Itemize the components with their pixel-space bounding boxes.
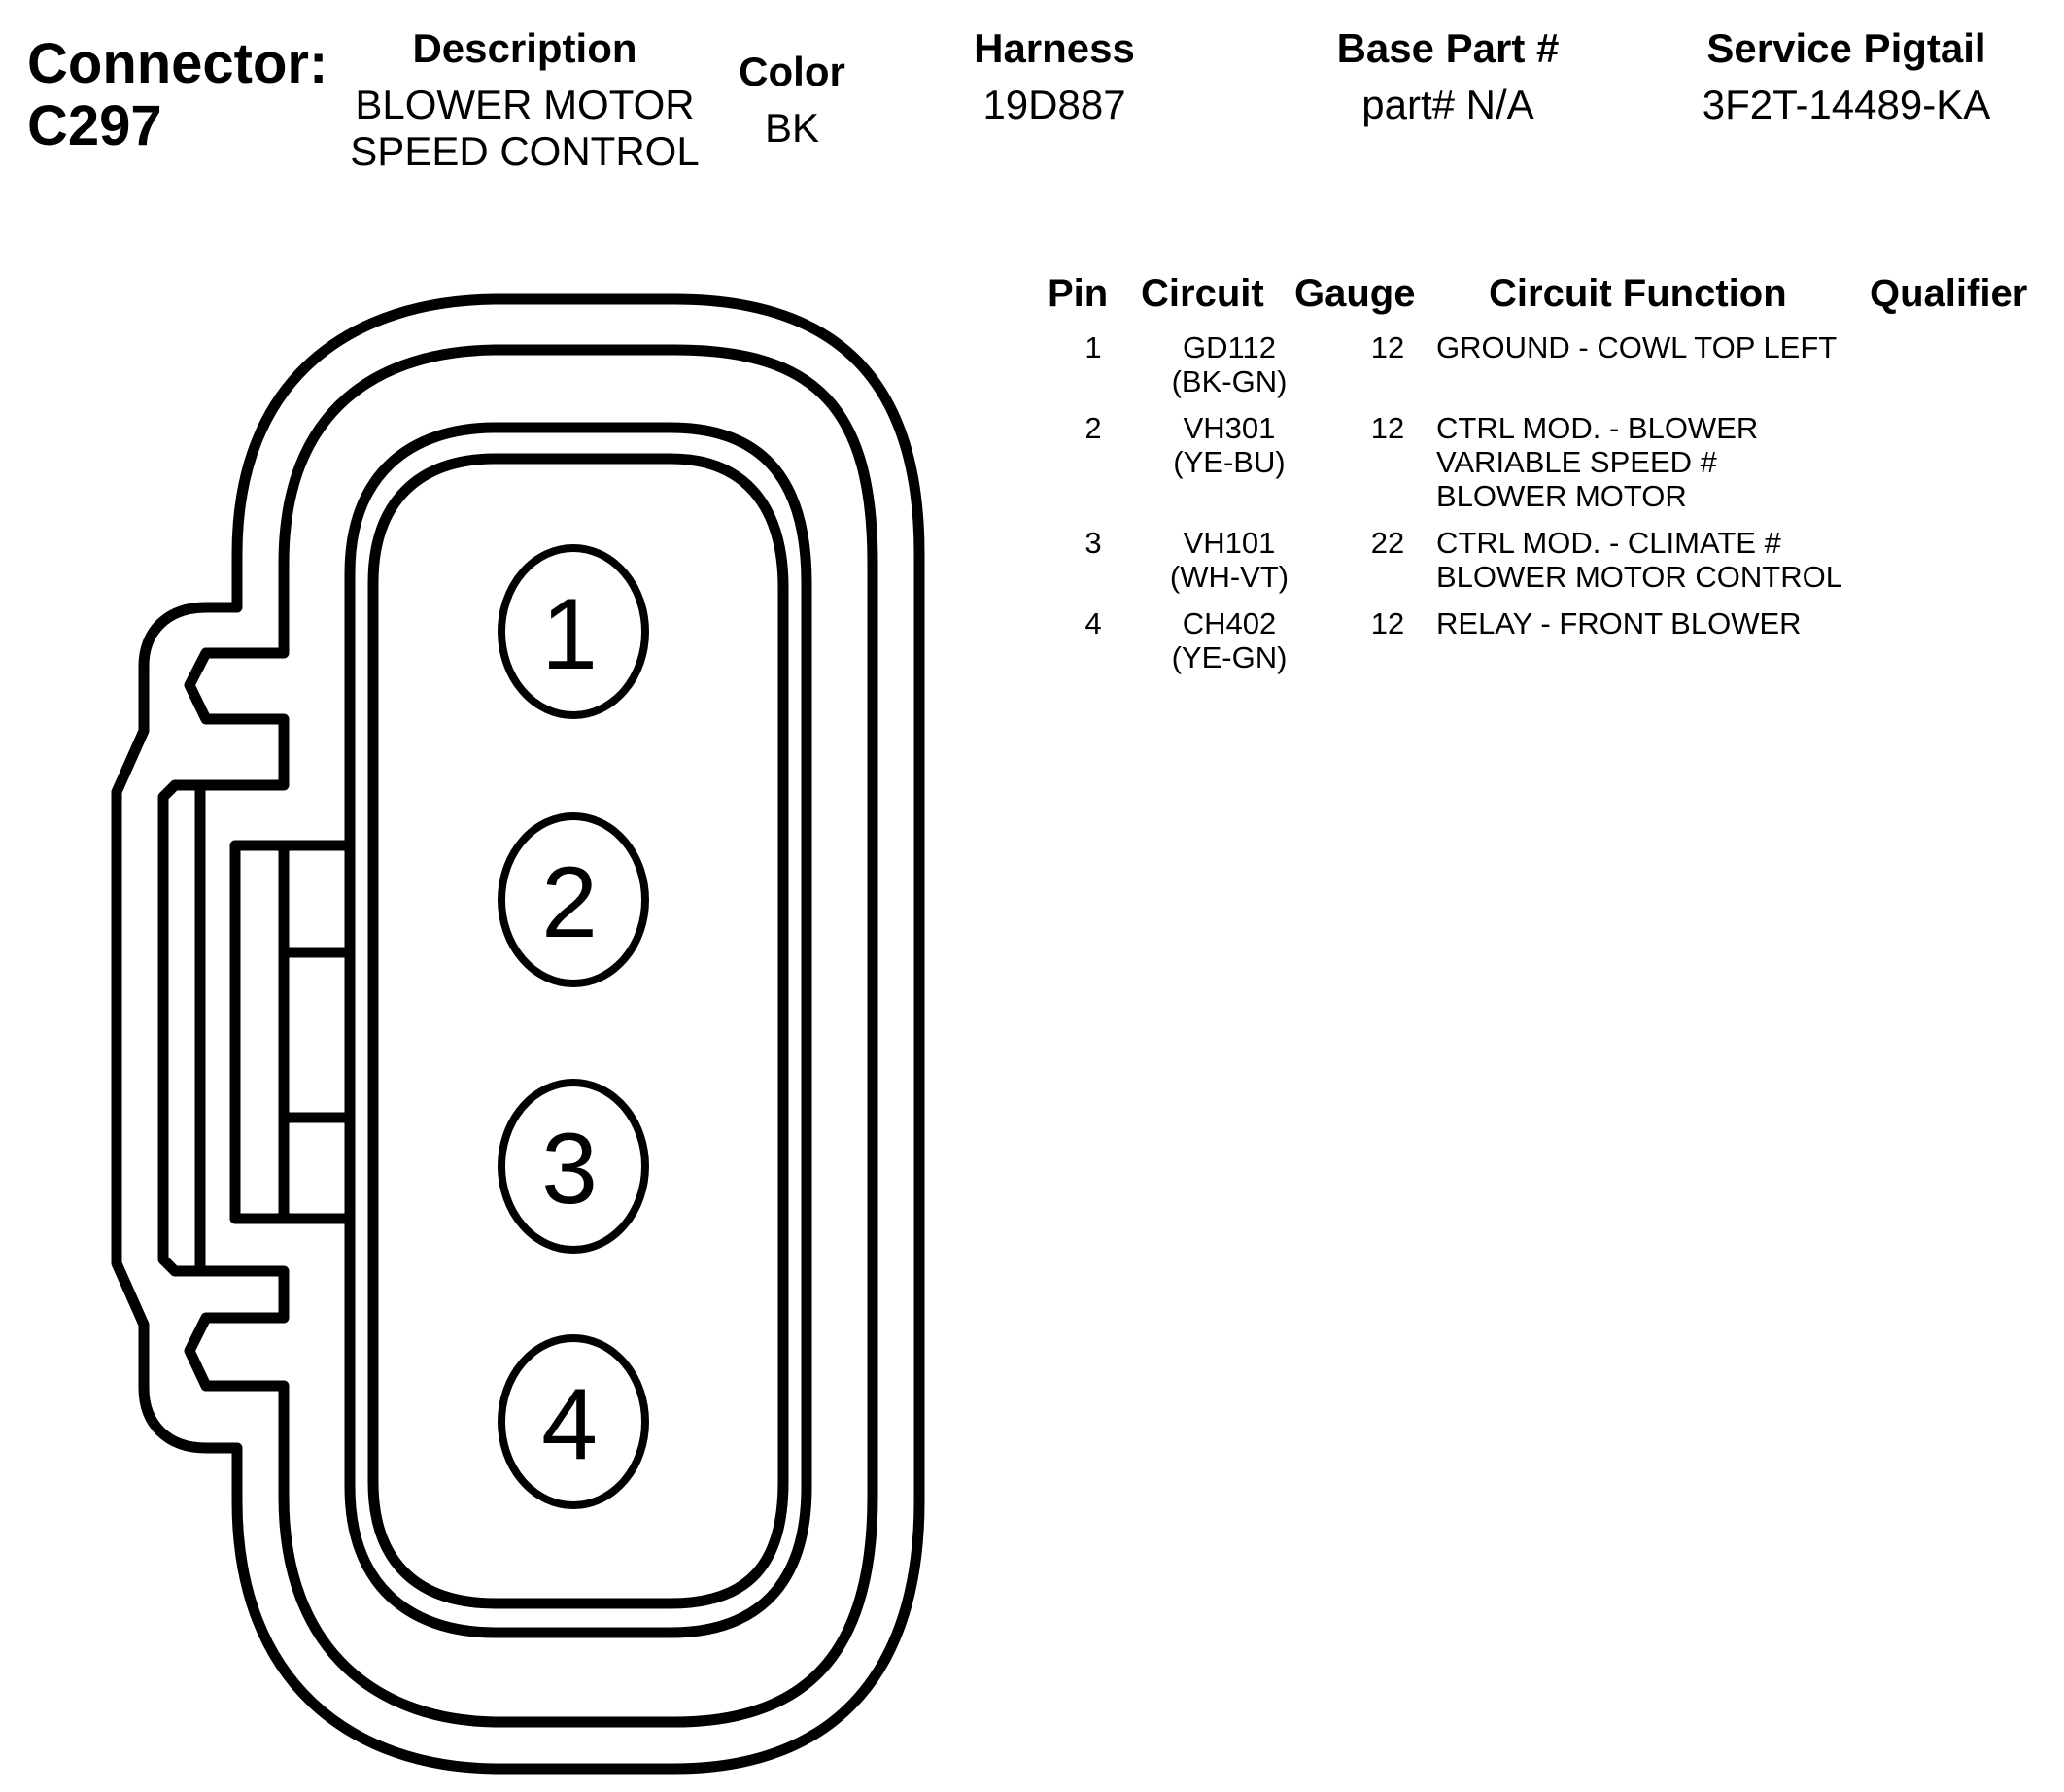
circuit-cell: VH301 (YE-BU): [1132, 411, 1326, 479]
circuit-function-column-header: Circuit Function: [1489, 272, 1787, 315]
circuit-id: GD112: [1183, 330, 1276, 364]
connector-id: C297: [27, 94, 162, 157]
service-pigtail-heading: Service Pigtail: [1706, 25, 1986, 71]
harness-value: 19D887: [982, 82, 1126, 127]
function-line: BLOWER MOTOR: [1436, 479, 1687, 513]
connector-inner-shell: [157, 344, 878, 1728]
gauge-value: 12: [1370, 606, 1405, 640]
wire-color: (BK-GN): [1171, 364, 1288, 398]
service-pigtail-value: 3F2T-14489-KA: [1702, 82, 1991, 127]
wire-color: (YE-GN): [1171, 640, 1288, 674]
gauge-value: 12: [1370, 330, 1405, 364]
circuit-id: VH301: [1183, 411, 1276, 445]
function-line: VARIABLE SPEED #: [1436, 445, 1717, 479]
function-line: CTRL MOD. - BLOWER: [1436, 411, 1759, 445]
pin-4-label: 4: [541, 1368, 598, 1481]
description-heading: Description: [412, 25, 637, 71]
function-line: GROUND - COWL TOP LEFT: [1436, 330, 1838, 364]
wire-color: (YE-BU): [1173, 445, 1286, 479]
circuit-function: CTRL MOD. - CLIMATE # BLOWER MOTOR CONTR…: [1436, 526, 1842, 594]
pin-column-header: Pin: [1048, 272, 1109, 315]
connector-label: Connector:: [27, 32, 328, 95]
gauge-value: 22: [1370, 526, 1405, 560]
harness-heading: Harness: [974, 25, 1135, 71]
color-heading: Color: [739, 49, 845, 94]
pin-number: 4: [1084, 606, 1102, 640]
circuit-id: CH402: [1182, 606, 1277, 640]
pin-3-label: 3: [541, 1113, 598, 1225]
gauge-column-header: Gauge: [1294, 272, 1416, 315]
connector-title: Connector: C297: [27, 33, 327, 157]
gauge-value: 12: [1370, 411, 1405, 445]
pin-number: 3: [1084, 526, 1102, 560]
qualifier-column-header: Qualifier: [1870, 272, 2028, 315]
circuit-id: VH101: [1183, 526, 1276, 560]
pin-1-label: 1: [541, 578, 598, 691]
function-line: RELAY - FRONT BLOWER: [1436, 606, 1802, 640]
wire-color: (WH-VT): [1169, 560, 1290, 594]
circuit-function: GROUND - COWL TOP LEFT: [1436, 330, 1837, 364]
description-value: BLOWER MOTOR SPEED CONTROL: [330, 82, 719, 175]
circuit-cell: CH402 (YE-GN): [1132, 606, 1326, 674]
connector-outer-shell: [111, 293, 925, 1775]
pin-2-cavity: [498, 812, 649, 987]
circuit-function: CTRL MOD. - BLOWER VARIABLE SPEED # BLOW…: [1436, 411, 1758, 513]
circuit-function: RELAY - FRONT BLOWER: [1436, 606, 1802, 640]
circuit-column-header: Circuit: [1141, 272, 1264, 315]
circuit-cell: VH101 (WH-VT): [1132, 526, 1326, 594]
function-line: CTRL MOD. - CLIMATE #: [1436, 526, 1781, 560]
pin-number: 2: [1084, 411, 1102, 445]
pin-3-cavity: [498, 1079, 649, 1254]
base-part-value: part# N/A: [1361, 82, 1534, 127]
pin-cavity-inner: [367, 453, 789, 1609]
function-line: BLOWER MOTOR CONTROL: [1436, 560, 1842, 594]
color-value: BK: [764, 105, 820, 151]
pin-cavity-outer: [344, 422, 812, 1638]
pin-number: 1: [1084, 330, 1102, 364]
pin-4-cavity: [498, 1334, 649, 1509]
pin-1-cavity: [498, 544, 649, 719]
description-line-2: SPEED CONTROL: [350, 128, 700, 174]
description-line-1: BLOWER MOTOR: [355, 82, 695, 127]
locking-latch: [229, 840, 356, 1224]
circuit-cell: GD112 (BK-GN): [1132, 330, 1326, 398]
base-part-heading: Base Part #: [1336, 25, 1560, 71]
pin-2-label: 2: [541, 846, 598, 959]
